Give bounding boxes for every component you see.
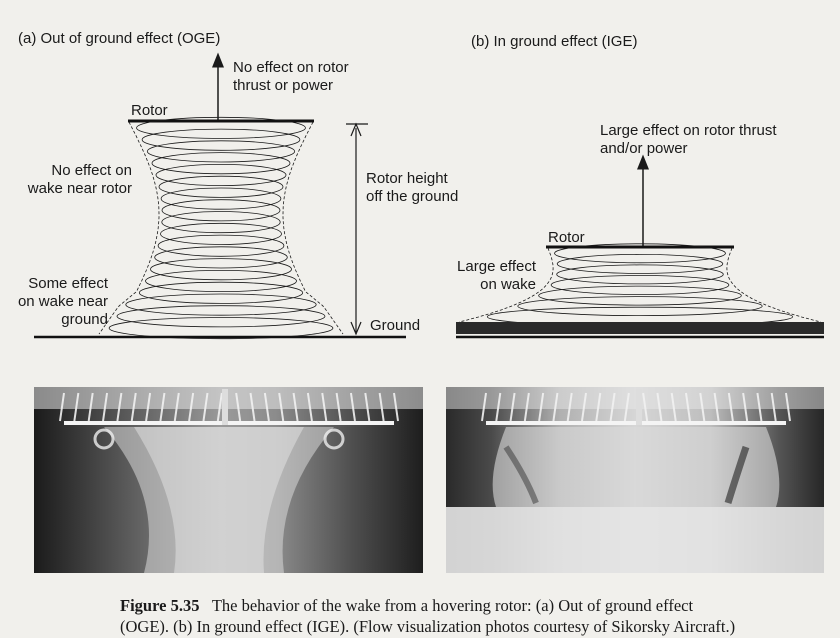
panel-b-arrow-label-1: Large effect on rotor thrust [600,122,777,139]
panel-a-arrow-label-2: thrust or power [233,77,334,94]
panel-a-near-rotor-2: wake near rotor [27,180,132,197]
figure-caption: Figure 5.35 The behavior of the wake fro… [120,595,820,637]
panel-a-rotor-label: Rotor [131,102,168,119]
panel-a-near-ground-2: on wake near [17,293,108,310]
wake-diagram [34,52,824,340]
panel-a-near-ground-1: Some effect [28,275,108,292]
panel-a-near-ground-3: ground [61,311,108,328]
panel-a-arrow-label-1: No effect on rotor [233,59,349,76]
figure-number: Figure 5.35 [120,596,200,615]
wake-tube-oge [98,116,344,340]
flow-photo-oge [34,387,423,573]
panel-a-title: (a) Out of ground effect (OGE) [18,30,221,47]
panel-b-title: (b) In ground effect (IGE) [471,33,638,50]
panel-a-near-rotor-1: No effect on [51,162,132,179]
ground-wake-spread [456,322,824,334]
height-arrow-bottom [350,321,362,336]
flow-photo-ige [446,387,824,573]
panel-b-wake-1: Large effect [457,258,536,275]
panel-a-height-2: off the ground [366,188,459,205]
caption-line-1: The behavior of the wake from a hovering… [211,596,694,615]
panel-a-ground-label: Ground [370,317,421,334]
height-arrow-top [350,122,362,137]
panel-b-wake-2: on wake [480,276,536,293]
panel-b-rotor-label: Rotor [548,229,585,246]
panel-a-height-1: Rotor height [366,170,448,187]
caption-line-2: (OGE). (b) In ground effect (IGE). (Flow… [120,617,736,636]
panel-b-arrow-label-2: and/or power [600,140,688,157]
